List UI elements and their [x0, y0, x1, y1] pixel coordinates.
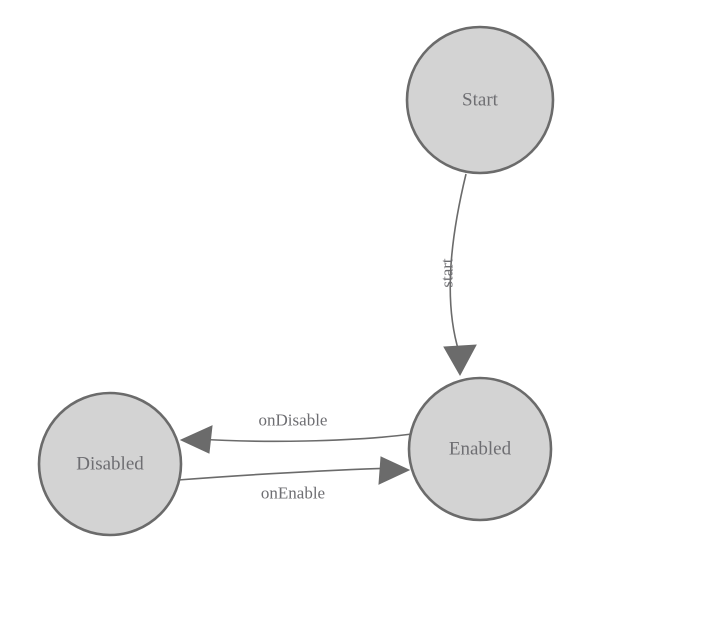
- edge-start-to-enabled-label: start: [438, 258, 457, 288]
- edge-disabled-to-enabled-path: [177, 467, 395, 481]
- state-node-start-label: Start: [462, 90, 499, 111]
- edge-start-to-enabled-path: [449, 173, 467, 353]
- arrowhead-left-icon: [179, 425, 213, 454]
- arrowhead-down-icon: [443, 344, 477, 377]
- edge-enabled-to-disabled-label: onDisable: [259, 411, 328, 430]
- state-node-disabled-circle[interactable]: [37, 391, 183, 537]
- edge-disabled-to-enabled-label: onEnable: [261, 484, 325, 503]
- edge-disabled-to-enabled[interactable]: onEnable: [177, 456, 411, 503]
- state-node-start[interactable]: Start: [405, 25, 555, 175]
- edge-enabled-to-disabled-path: [195, 433, 413, 443]
- state-node-enabled-label: Enabled: [449, 439, 512, 460]
- state-node-disabled-label: Disabled: [76, 454, 144, 475]
- edge-enabled-to-disabled[interactable]: onDisable: [179, 411, 413, 454]
- state-node-disabled[interactable]: Disabled: [37, 391, 183, 537]
- arrowhead-right-icon: [378, 456, 411, 485]
- state-node-enabled-circle[interactable]: [407, 376, 553, 522]
- state-node-enabled[interactable]: Enabled: [407, 376, 553, 522]
- edge-start-to-enabled[interactable]: start: [438, 173, 477, 377]
- state-node-start-circle[interactable]: [405, 25, 555, 175]
